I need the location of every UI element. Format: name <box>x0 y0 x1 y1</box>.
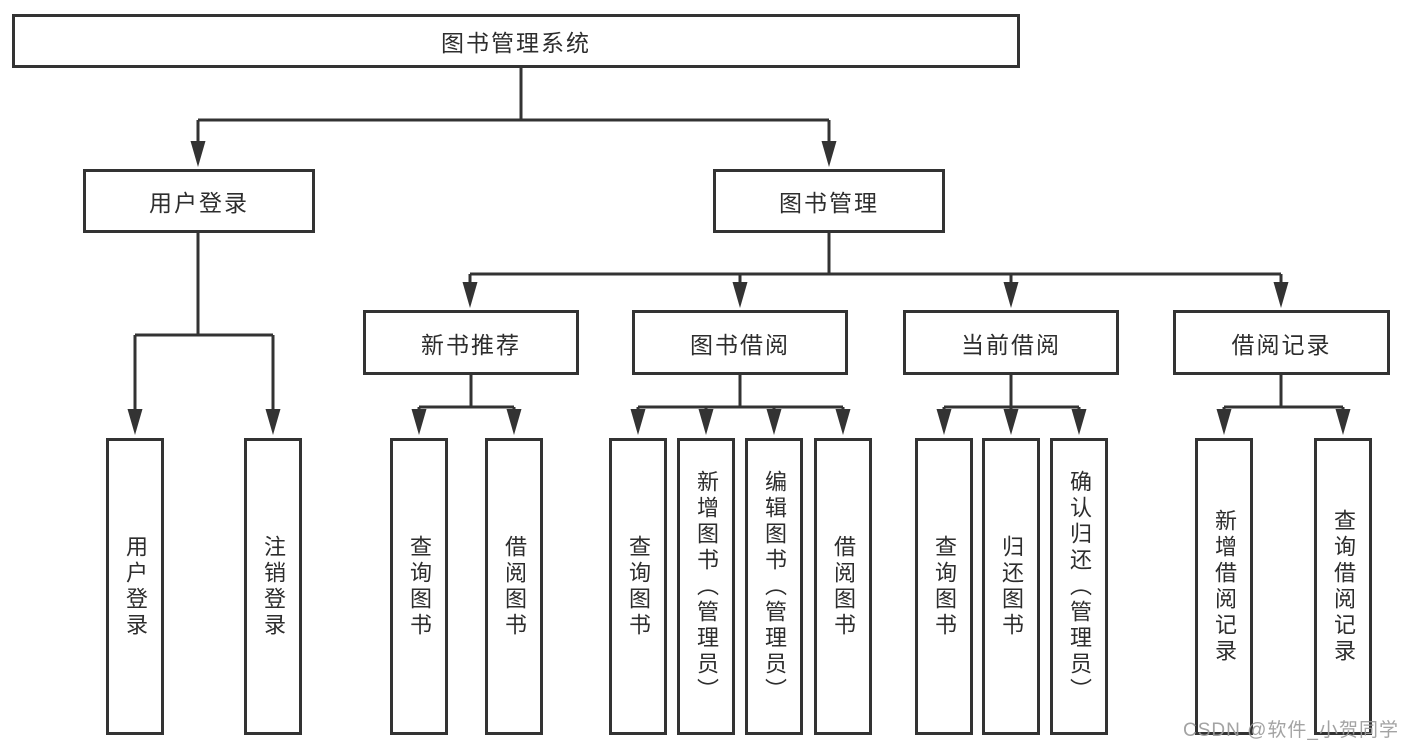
wire-borrow-to-leaves <box>636 375 845 412</box>
arrowhead-cur-return <box>1003 409 1019 435</box>
arrowhead-bw-add <box>698 409 714 435</box>
arrowhead-rec-query <box>1335 409 1351 435</box>
wire-newbooks-to-leaves <box>417 375 516 412</box>
leaf-newbooks-query-books: 查询图书 <box>390 438 448 735</box>
arrowhead-nb-query <box>411 409 427 435</box>
node-borrowing-records: 借阅记录 <box>1173 310 1390 375</box>
arrowhead-logout <box>265 409 281 435</box>
leaf-newbooks-borrow-books: 借阅图书 <box>485 438 543 735</box>
arrowhead-bw-borrow <box>835 409 851 435</box>
wire-login-to-leaves <box>133 233 275 412</box>
arrowhead-bw-edit <box>766 409 782 435</box>
node-current-borrowing: 当前借阅 <box>903 310 1119 375</box>
leaf-borrow-query-books: 查询图书 <box>609 438 667 735</box>
leaf-records-query-record: 查询借阅记录 <box>1314 438 1372 735</box>
node-new-book-recommend: 新书推荐 <box>363 310 579 375</box>
leaf-borrow-borrow-books: 借阅图书 <box>814 438 872 735</box>
wire-mgmt-to-level3 <box>468 233 1283 285</box>
wire-root-to-level2 <box>196 68 831 144</box>
arrowhead-login <box>190 141 206 167</box>
arrowhead-cur-confirm <box>1071 409 1087 435</box>
leaf-user-login: 用户登录 <box>106 438 164 735</box>
node-book-borrowing: 图书借阅 <box>632 310 848 375</box>
wire-current-to-leaves <box>942 375 1081 412</box>
csdn-watermark: CSDN @软件_小贺同学 <box>1183 720 1399 741</box>
node-root-system: 图书管理系统 <box>12 14 1020 68</box>
leaf-current-query-books: 查询图书 <box>915 438 973 735</box>
node-user-login-branch: 用户登录 <box>83 169 315 233</box>
wire-records-to-leaves <box>1222 375 1345 412</box>
leaf-records-add-record: 新增借阅记录 <box>1195 438 1253 735</box>
arrowhead-rec-add <box>1216 409 1232 435</box>
leaf-current-confirm-return-admin: 确认归还（管理员） <box>1050 438 1108 735</box>
leaf-current-return-books: 归还图书 <box>982 438 1040 735</box>
leaf-borrow-edit-books-admin: 编辑图书（管理员） <box>745 438 803 735</box>
arrowhead-borrow <box>732 282 748 308</box>
leaf-logout: 注销登录 <box>244 438 302 735</box>
arrowhead-records <box>1273 282 1289 308</box>
leaf-borrow-add-books-admin: 新增图书（管理员） <box>677 438 735 735</box>
arrowhead-user-login <box>127 409 143 435</box>
arrowhead-newbooks <box>462 282 478 308</box>
arrowhead-mgmt <box>821 141 837 167</box>
arrowhead-cur-query <box>936 409 952 435</box>
arrowhead-bw-query <box>630 409 646 435</box>
arrowhead-nb-borrow <box>506 409 522 435</box>
node-book-management-branch: 图书管理 <box>713 169 945 233</box>
arrowhead-current <box>1003 282 1019 308</box>
